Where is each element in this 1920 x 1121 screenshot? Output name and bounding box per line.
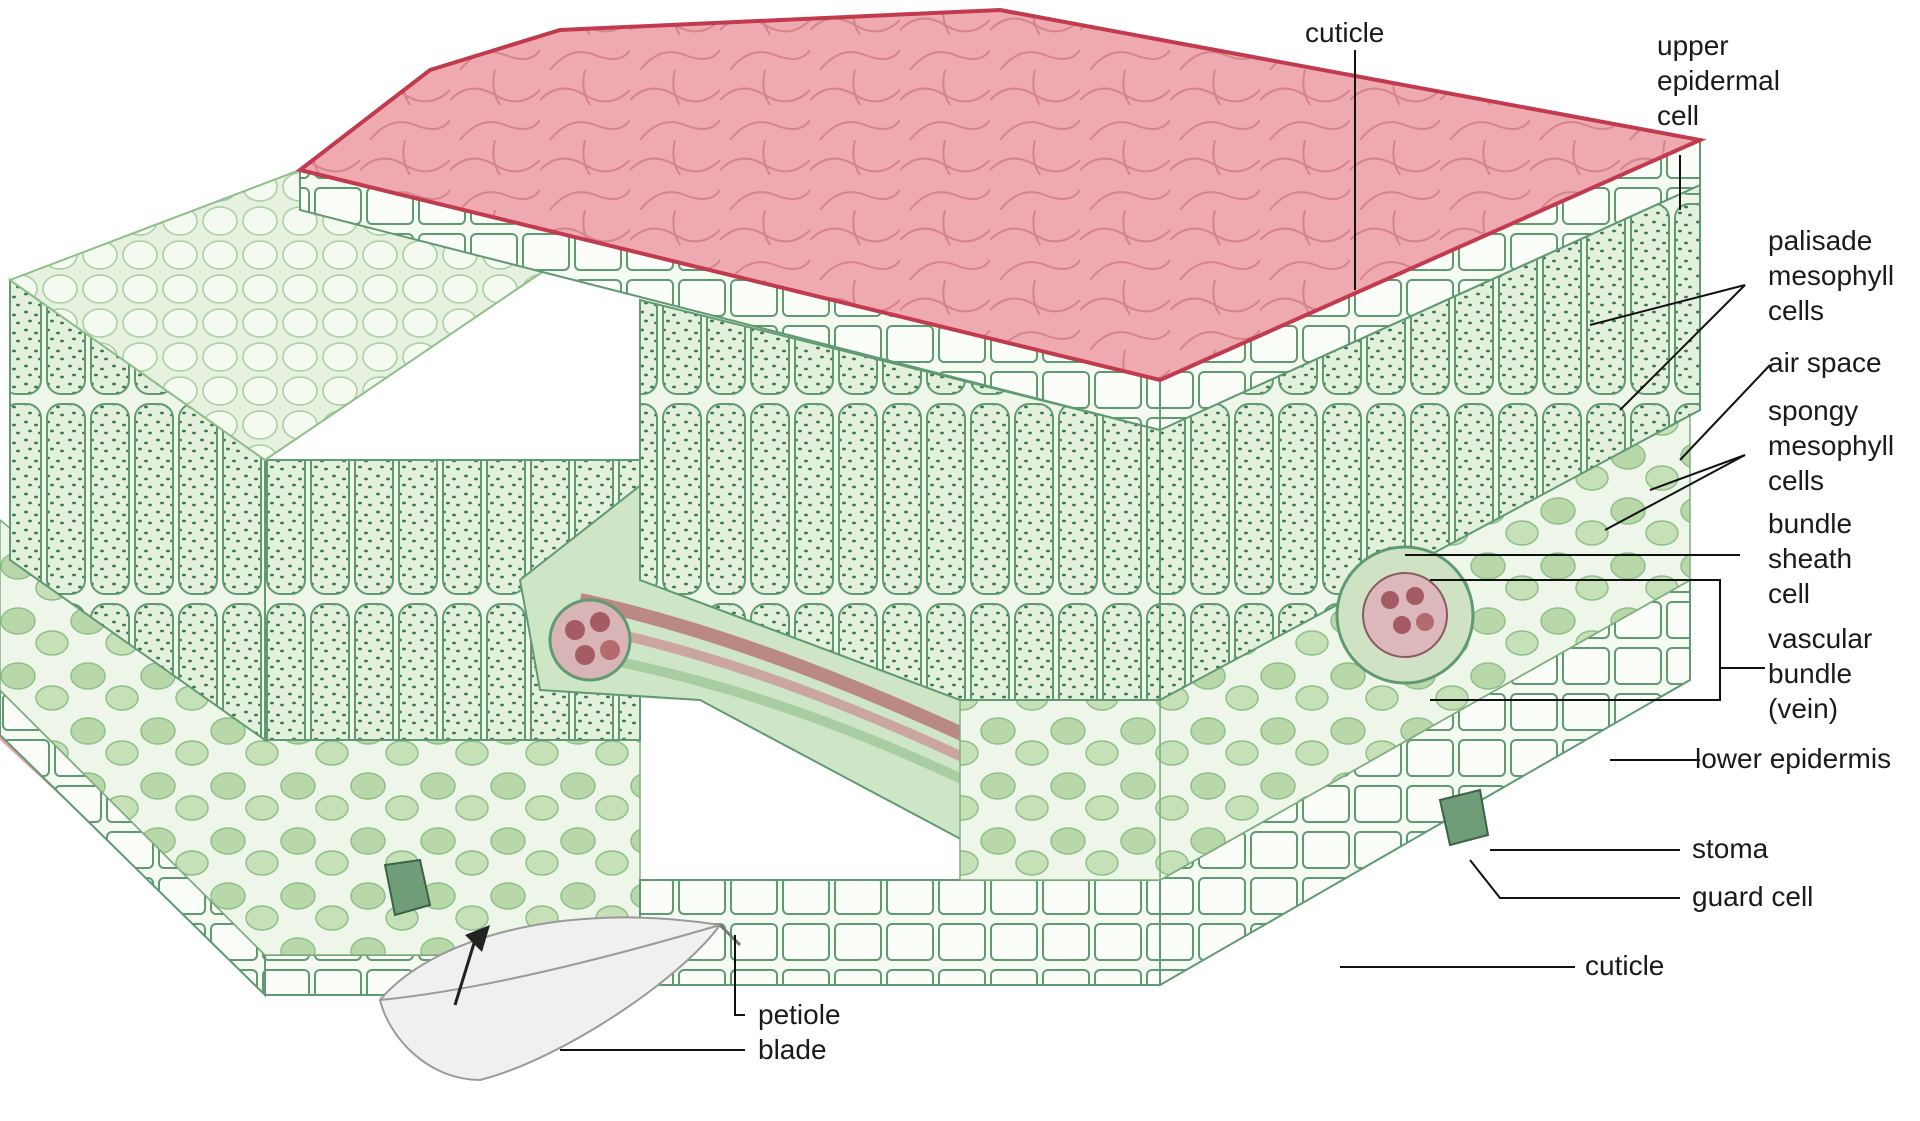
leaf-inset xyxy=(378,916,742,1082)
right-spongy-mesophyll-front xyxy=(959,699,1161,881)
label-bundle-sheath-3: cell xyxy=(1768,578,1810,609)
label-petiole: petiole xyxy=(758,999,841,1030)
label-vascular-2: bundle xyxy=(1768,658,1852,689)
label-vascular-1: vascular xyxy=(1768,623,1872,654)
label-spongy-3: cells xyxy=(1768,465,1824,496)
stoma-left xyxy=(383,858,432,917)
label-spongy-2: mesophyll xyxy=(1768,430,1894,461)
labels: cuticle upper epidermal cell palisade me… xyxy=(758,17,1894,1065)
petiole-stem xyxy=(718,923,742,947)
inset-arrow-head xyxy=(465,925,490,952)
inset-arrow-shaft xyxy=(453,939,477,1006)
label-air-space: air space xyxy=(1768,347,1882,378)
label-spongy-1: spongy xyxy=(1768,395,1858,426)
label-bundle-sheath-2: sheath xyxy=(1768,543,1852,574)
label-guard-cell: guard cell xyxy=(1692,881,1813,912)
label-upper-epidermal-cell-2: epidermal xyxy=(1657,65,1780,96)
label-palisade-3: cells xyxy=(1768,295,1824,326)
top-cuticle-surface xyxy=(295,7,1707,383)
label-vascular-3: (vein) xyxy=(1768,693,1838,724)
bundle-sheath-right xyxy=(1335,545,1475,685)
vein-cross-section-left xyxy=(548,598,632,682)
label-stoma: stoma xyxy=(1692,833,1769,864)
right-lower-epidermis-front xyxy=(639,879,1161,986)
label-upper-epidermal-cell-3: cell xyxy=(1657,100,1699,131)
leader-lines xyxy=(560,50,1771,1051)
label-upper-epidermal-cell-1: upper xyxy=(1657,30,1729,61)
label-cuticle-top: cuticle xyxy=(1305,17,1384,48)
label-lower-epidermis: lower epidermis xyxy=(1695,743,1891,774)
label-palisade-1: palisade xyxy=(1768,225,1872,256)
label-palisade-2: mesophyll xyxy=(1768,260,1894,291)
label-bundle-sheath-1: bundle xyxy=(1768,508,1852,539)
stoma-right xyxy=(1438,788,1490,847)
label-blade: blade xyxy=(758,1034,827,1065)
label-cuticle-bottom: cuticle xyxy=(1585,950,1664,981)
